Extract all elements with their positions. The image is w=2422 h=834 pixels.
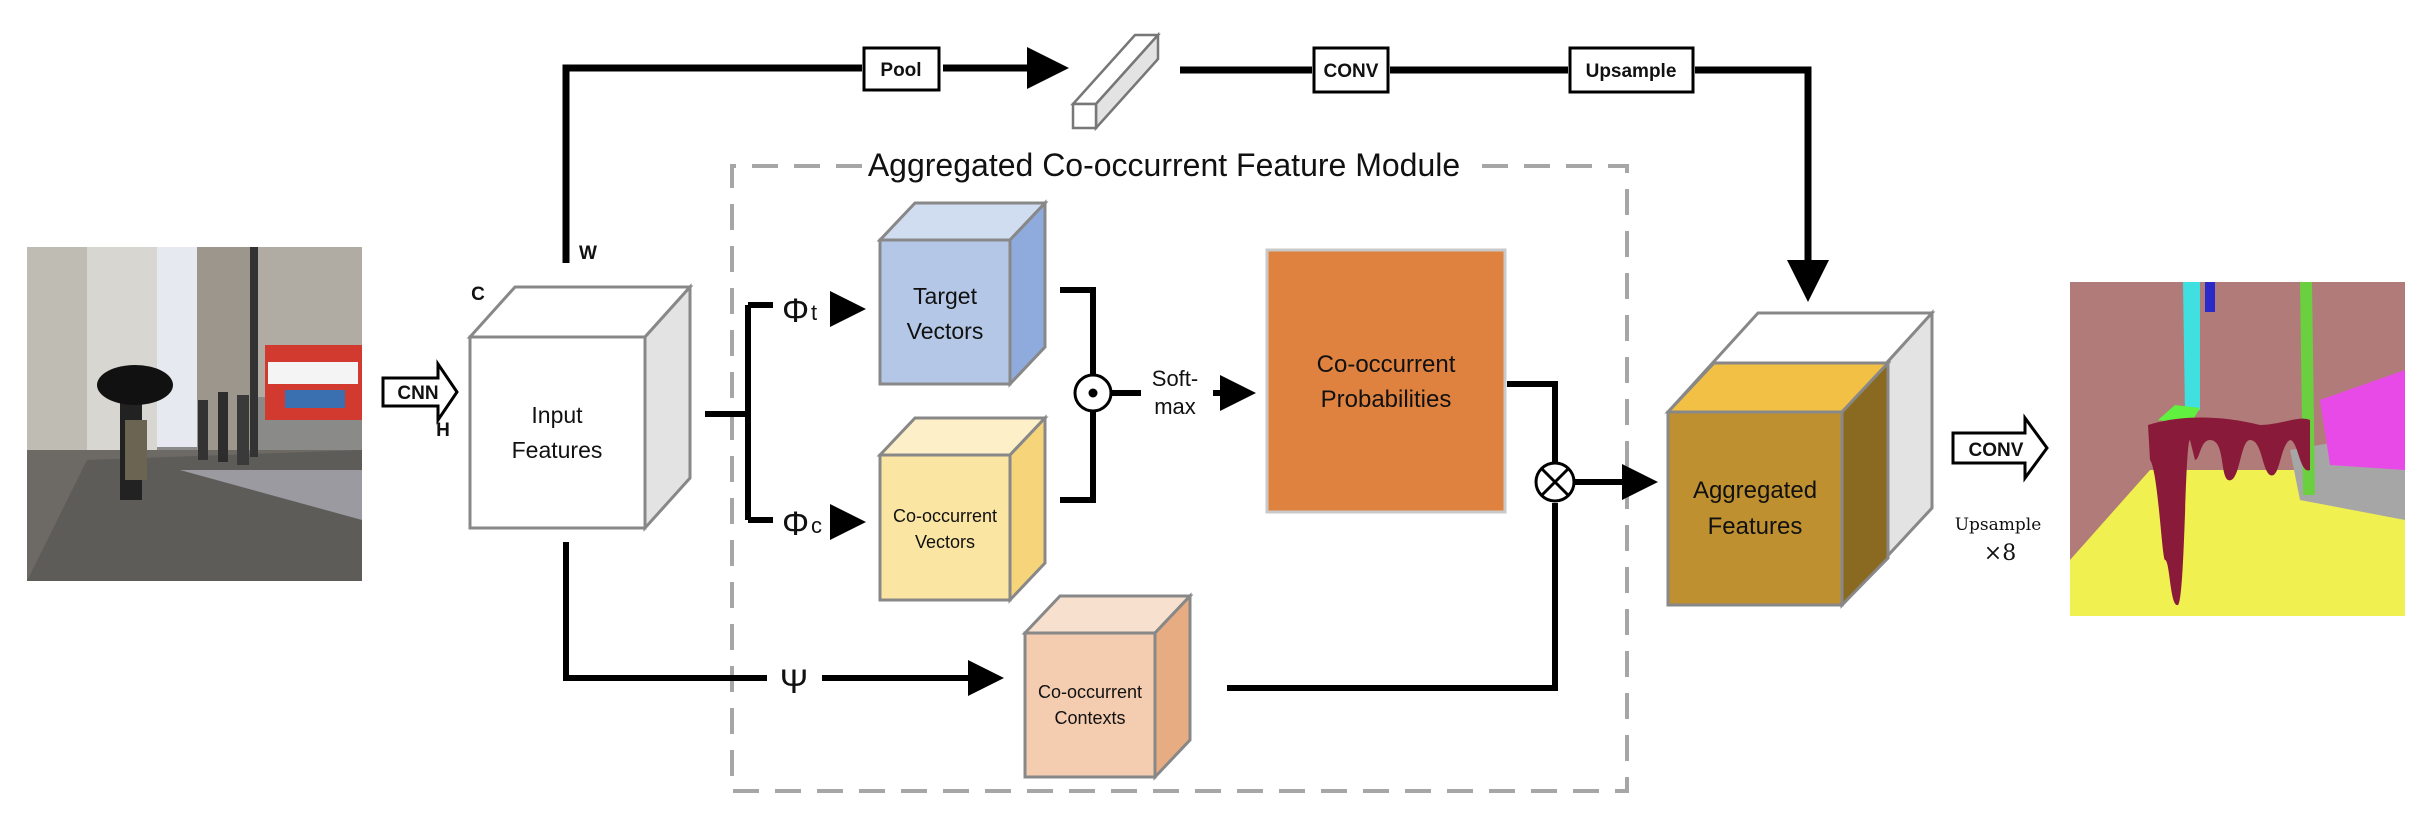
aggregated-features-label-2: Features <box>1708 513 1803 540</box>
phi-t-subscript: t <box>811 300 817 325</box>
pool-box: Pool <box>862 46 941 92</box>
cooccurrent-vectors-block: Co-occurrent Vectors <box>876 414 1049 604</box>
svg-text:Φ: Φ <box>782 505 809 543</box>
input-features-label-2: Features <box>512 437 603 463</box>
conv-box-top: CONV <box>1312 46 1390 94</box>
aggregation-connectors <box>1227 381 1658 691</box>
dimension-c-label: C <box>471 284 485 305</box>
scale-factor-label: ×8 <box>1984 541 2016 566</box>
dimension-w-label: W <box>579 243 597 264</box>
upsample-top-label: Upsample <box>1586 61 1677 82</box>
multiply-operator <box>1534 461 1576 503</box>
phi-c-subscript: c <box>811 513 822 538</box>
upsample-output-label: Upsample <box>1955 515 2042 535</box>
phi-c-label: Φ c <box>782 505 822 543</box>
module-title: Aggregated Co-occurrent Feature Module <box>868 147 1460 183</box>
svg-text:Φ: Φ <box>782 292 809 330</box>
phi-t-label: Φ t <box>782 292 817 330</box>
psi-label: Ψ <box>780 663 808 701</box>
probabilities-label-1: Co-occurrent <box>1317 351 1456 378</box>
cnn-label: CNN <box>397 383 438 404</box>
dimension-h-label: H <box>436 420 450 441</box>
softmax-label-1: Soft- <box>1152 366 1198 391</box>
input-image <box>27 247 362 581</box>
pool-label: Pool <box>880 60 921 81</box>
cooccurrent-contexts-block: Co-occurrent Contexts <box>1021 592 1194 781</box>
probabilities-label-2: Probabilities <box>1321 386 1452 413</box>
branch-connectors <box>563 291 1004 696</box>
input-features-block: Input Features <box>466 283 694 532</box>
cooccurrent-probabilities-block: Co-occurrent Probabilities <box>1265 248 1507 514</box>
input-features-label-1: Input <box>531 402 583 428</box>
pool-branch <box>562 47 1829 302</box>
module-boundary: Aggregated Co-occurrent Feature Module <box>730 147 1629 793</box>
conv-top-label: CONV <box>1324 61 1379 82</box>
target-vectors-label-2: Vectors <box>907 318 984 344</box>
target-vectors-block: Target Vectors <box>876 199 1049 388</box>
cooccurrent-vectors-label-2: Vectors <box>915 532 975 552</box>
aggregated-features-label-1: Aggregated <box>1693 477 1817 504</box>
cooccurrent-vectors-label-1: Co-occurrent <box>893 506 997 526</box>
conv-output-arrow: CONV <box>1951 413 2049 483</box>
cnn-arrow: CNN <box>381 359 459 425</box>
dot-product-operator <box>1073 373 1113 413</box>
pooled-vector <box>1070 31 1161 132</box>
upsample-box-top: Upsample <box>1568 46 1695 94</box>
aggregated-features-block: Aggregated Features <box>1664 309 1936 609</box>
softmax-label-2: max <box>1154 394 1196 419</box>
cooccurrent-contexts-label-2: Contexts <box>1054 708 1125 728</box>
cooccurrent-contexts-label-1: Co-occurrent <box>1038 682 1142 702</box>
conv-output-label: CONV <box>1969 440 2024 461</box>
target-vectors-label-1: Target <box>913 283 978 309</box>
segmentation-output <box>2070 282 2405 616</box>
